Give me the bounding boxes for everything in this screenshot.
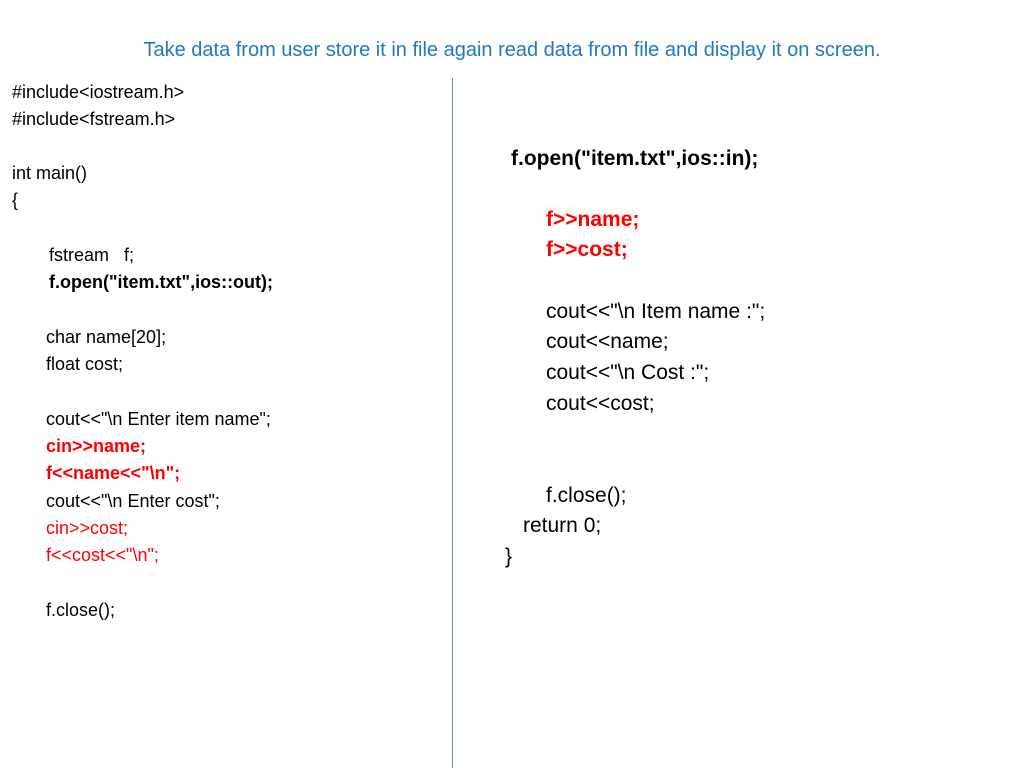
code-line: int main() (12, 163, 88, 183)
code-line: { (12, 190, 19, 210)
code-line: cout<<"\n Enter item name"; (46, 409, 271, 429)
code-line: f.close(); (46, 600, 116, 620)
code-line: cout<<"\n Cost :"; (546, 361, 710, 384)
code-line: f>>cost; (546, 238, 628, 261)
code-line: fstream f; (49, 245, 135, 265)
code-line: f<<cost<<"\n"; (46, 545, 159, 565)
code-line: cin>>cost; (46, 518, 129, 538)
code-line: f.close(); (546, 484, 627, 507)
column-divider (452, 78, 453, 768)
code-line: cout<<"\n Enter cost"; (46, 491, 220, 511)
code-line: #include<fstream.h> (12, 109, 176, 129)
code-line: float cost; (46, 354, 124, 374)
code-line: cin>>name; (46, 436, 147, 456)
code-line: #include<iostream.h> (12, 82, 185, 102)
code-line: f>>name; (546, 208, 640, 231)
code-line: } (505, 545, 513, 568)
code-line: cout<<name; (546, 330, 669, 353)
code-line: cout<<cost; (546, 392, 655, 415)
code-line: f.open("item.txt",ios::out); (49, 272, 274, 292)
code-line: cout<<"\n Item name :"; (546, 300, 766, 323)
slide-title: Take data from user store it in file aga… (143, 39, 881, 61)
code-line: f<<name<<"\n"; (46, 463, 181, 483)
code-line: return 0; (523, 514, 602, 537)
code-line: char name[20]; (46, 327, 167, 347)
code-line: f.open("item.txt",ios::in); (511, 147, 759, 170)
